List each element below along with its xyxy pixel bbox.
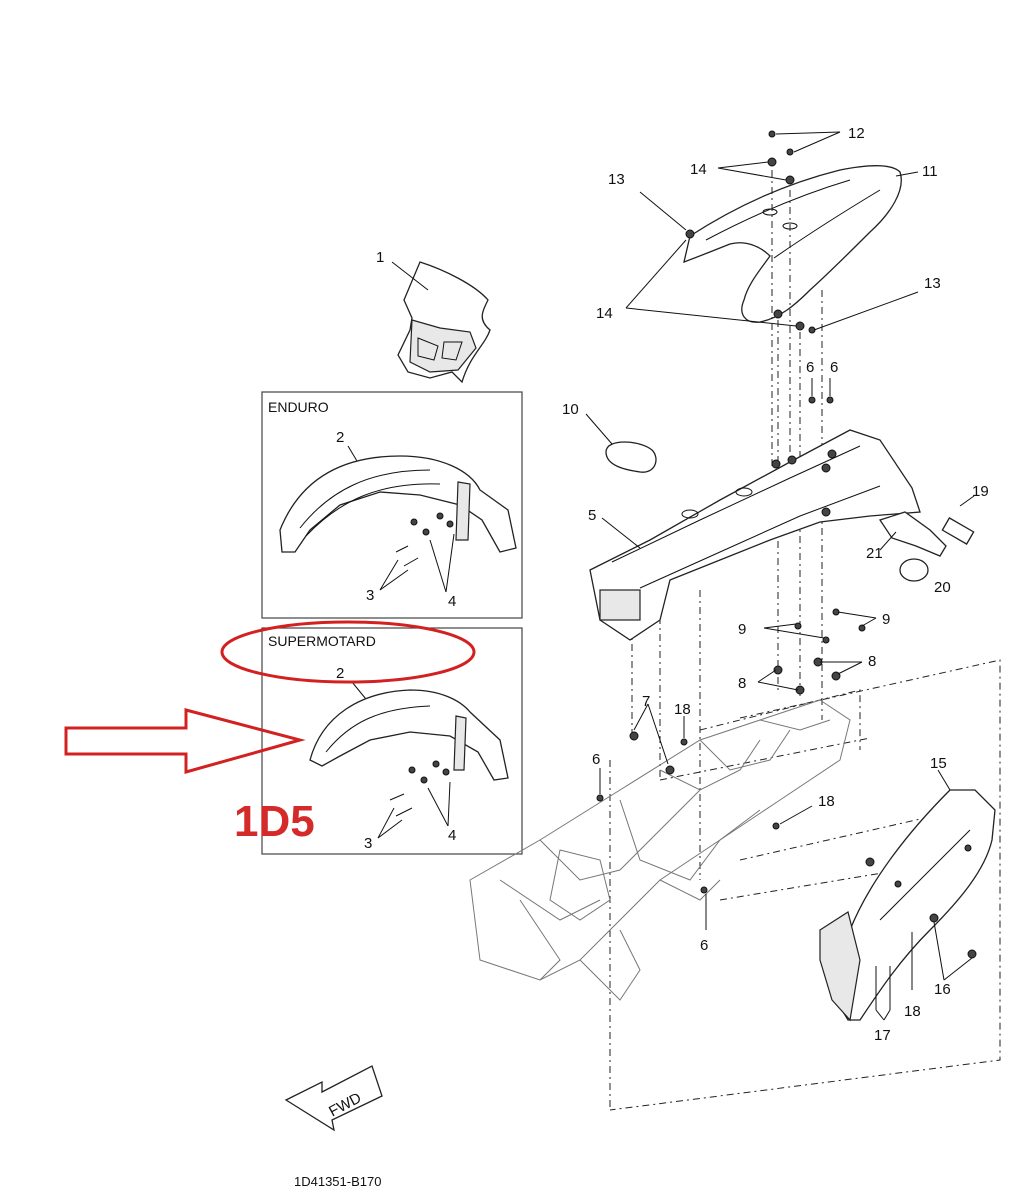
reflector-bracket-part bbox=[878, 511, 975, 582]
part-number-9-right: 9 bbox=[882, 611, 890, 628]
supermotard-title: SUPERMOTARD bbox=[268, 633, 376, 649]
supermotard-front-fender bbox=[309, 689, 509, 781]
part-number-14-top: 14 bbox=[690, 161, 707, 178]
part-number-5: 5 bbox=[588, 507, 596, 524]
main-frame-reference bbox=[469, 699, 851, 1001]
part-number-3-enduro: 3 bbox=[366, 587, 374, 604]
part-number-2-enduro: 2 bbox=[336, 429, 344, 446]
fwd-arrow: FWD bbox=[284, 1065, 383, 1132]
part-number-6-upper-a: 6 bbox=[806, 359, 814, 376]
callout-label: 1D5 bbox=[234, 797, 315, 846]
part-number-3-supermotard: 3 bbox=[364, 835, 372, 852]
part-number-4-supermotard: 4 bbox=[448, 827, 456, 844]
part-number-12: 12 bbox=[848, 125, 865, 142]
part-number-1: 1 bbox=[376, 249, 384, 266]
part-number-7: 7 bbox=[642, 693, 650, 710]
part-number-8-left: 8 bbox=[738, 675, 746, 692]
part-number-14-bottom: 14 bbox=[596, 305, 613, 322]
part-number-19: 19 bbox=[972, 483, 989, 500]
highlight-arrow bbox=[64, 708, 306, 774]
rear-frame-part bbox=[589, 429, 921, 641]
part-number-2-supermotard: 2 bbox=[336, 665, 344, 682]
supermotard-box bbox=[261, 627, 523, 855]
fasteners-8-9 bbox=[773, 608, 866, 695]
headlight-cover-part bbox=[397, 261, 491, 384]
part-number-6-bottom: 6 bbox=[700, 937, 708, 954]
alignment-lines bbox=[631, 170, 823, 880]
seal-ring-part bbox=[605, 441, 657, 473]
part-number-13-right: 13 bbox=[924, 275, 941, 292]
part-number-15: 15 bbox=[930, 755, 947, 772]
enduro-box bbox=[261, 391, 523, 619]
part-number-17: 17 bbox=[874, 1027, 891, 1044]
part-number-8-right: 8 bbox=[868, 653, 876, 670]
supermotard-bolts bbox=[377, 760, 451, 839]
part-number-11: 11 bbox=[922, 163, 938, 180]
leader-1 bbox=[391, 261, 429, 291]
part-number-6-left: 6 bbox=[592, 751, 600, 768]
part-number-4-enduro: 4 bbox=[448, 593, 456, 610]
part-number-6-upper-b: 6 bbox=[830, 359, 838, 376]
part-number-9-left: 9 bbox=[738, 621, 746, 638]
part-number-18-lower: 18 bbox=[904, 1003, 921, 1020]
part-number-13-left: 13 bbox=[608, 171, 625, 188]
part-number-20: 20 bbox=[934, 579, 951, 596]
highlight-ellipse bbox=[220, 620, 476, 684]
part-number-10: 10 bbox=[562, 401, 579, 418]
frame-fasteners bbox=[596, 731, 780, 894]
enduro-front-fender bbox=[279, 455, 517, 553]
part-number-18-upper: 18 bbox=[674, 701, 691, 718]
enduro-title: ENDURO bbox=[268, 399, 329, 415]
bolts-6-upper bbox=[808, 378, 834, 404]
rear-fender-part bbox=[683, 165, 902, 323]
side-cover-part bbox=[819, 789, 996, 1022]
part-number-16: 16 bbox=[934, 981, 951, 998]
enduro-bolts bbox=[379, 512, 455, 593]
assembly-outline bbox=[609, 659, 1001, 1111]
part-number-21: 21 bbox=[866, 545, 883, 562]
rear-fender-hardware bbox=[685, 130, 816, 334]
part-number-18-middle: 18 bbox=[818, 793, 835, 810]
drawing-code: 1D41351-B170 bbox=[294, 1174, 381, 1189]
